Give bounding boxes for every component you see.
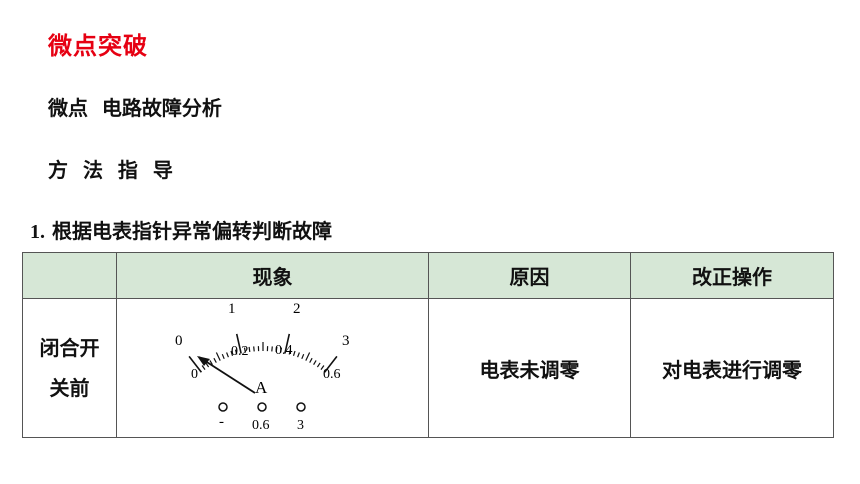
inner-scale-label-0: 0: [191, 367, 198, 382]
outer-scale-label-0: 0: [175, 333, 183, 349]
scale-tick: [292, 350, 296, 356]
scale-tick: [205, 362, 210, 368]
scale-tick: [235, 333, 242, 354]
subtitle: 微点 电路故障分析: [48, 96, 222, 120]
scale-tick: [201, 365, 206, 370]
scale-tick: [280, 347, 283, 353]
scale-tick: [209, 360, 213, 366]
outer-scale-label-1: 1: [228, 301, 236, 317]
row-label-cell: 闭合开 关前: [22, 298, 117, 438]
scale-tick: [243, 347, 246, 353]
heading-text: 根据电表指针异常偏转判断故障: [51, 219, 332, 243]
scale-tick: [275, 346, 278, 352]
scale-tick: [234, 349, 238, 355]
header-cell-phenomenon: 现象: [116, 252, 429, 299]
terminal-negative: [218, 402, 228, 412]
cause-cell: 电表未调零: [428, 298, 631, 438]
terminal-0-6: [257, 402, 267, 412]
scale-tick: [215, 352, 221, 361]
scale-tick: [297, 352, 300, 358]
scale-tick: [248, 346, 251, 352]
section-title: 微点突破: [48, 32, 148, 60]
outer-scale-label-3: 3: [342, 333, 350, 349]
cause-text: 电表未调零: [479, 357, 580, 382]
outer-scale-label-2: 2: [293, 301, 301, 317]
meter-unit-label: A: [255, 378, 268, 397]
terminal-label-negative: -: [219, 414, 224, 430]
scale-tick: [253, 346, 255, 352]
heading-number: 1.: [30, 221, 45, 243]
heading: 1. 根据电表指针异常偏转判断故障: [30, 215, 332, 244]
header-cell-cause: 原因: [428, 252, 631, 299]
phenomenon-cell: 0 1 2 3 0 0.2 0.4 0.6 A - 0.6 3: [116, 298, 429, 438]
scale-tick: [316, 362, 321, 368]
inner-scale-label-1: 0.2: [231, 344, 249, 359]
scale-tick: [305, 352, 311, 361]
scale-tick: [221, 353, 225, 360]
meter-pointer: [198, 356, 256, 394]
scale-tick: [188, 355, 203, 373]
terminal-3: [296, 402, 306, 412]
scale-tick: [271, 346, 273, 352]
row-label-line1: 闭合开: [39, 336, 100, 360]
inner-scale-label-3: 0.6: [323, 367, 341, 382]
meter-scale-ticks: [188, 333, 338, 373]
fix-text: 对电表进行调零: [662, 357, 802, 382]
scale-tick: [226, 352, 229, 358]
scale-tick: [323, 355, 338, 373]
method-label: 方 法 指 导: [48, 158, 177, 182]
scale-tick: [213, 357, 217, 363]
header-cell-empty: [22, 252, 117, 299]
header-cell-fix: 改正操作: [630, 252, 834, 299]
table-row: 闭合开 关前 0 1 2 3 0 0.2 0.4 0.6 A: [22, 298, 834, 438]
inner-scale-label-2: 0.4: [275, 343, 293, 358]
scale-tick: [320, 365, 325, 370]
terminal-label-3: 3: [297, 418, 304, 433]
scale-tick: [313, 360, 317, 366]
ammeter-diagram: 0 1 2 3 0 0.2 0.4 0.6 A - 0.6 3: [175, 301, 350, 433]
scale-tick: [284, 333, 291, 354]
fix-cell: 对电表进行调零: [630, 298, 834, 438]
fault-table: 现象 原因 改正操作 闭合开 关前 0 1 2 3 0 0.2 0.4 0.6: [22, 252, 834, 438]
terminal-label-0-6: 0.6: [252, 418, 270, 433]
table-header-row: 现象 原因 改正操作: [22, 252, 834, 299]
scale-tick: [309, 357, 313, 363]
scale-tick: [301, 353, 305, 360]
row-label-line2: 关前: [49, 376, 90, 400]
scale-tick: [288, 349, 292, 355]
scale-tick: [230, 350, 234, 356]
pointer-arrowhead: [197, 356, 210, 366]
